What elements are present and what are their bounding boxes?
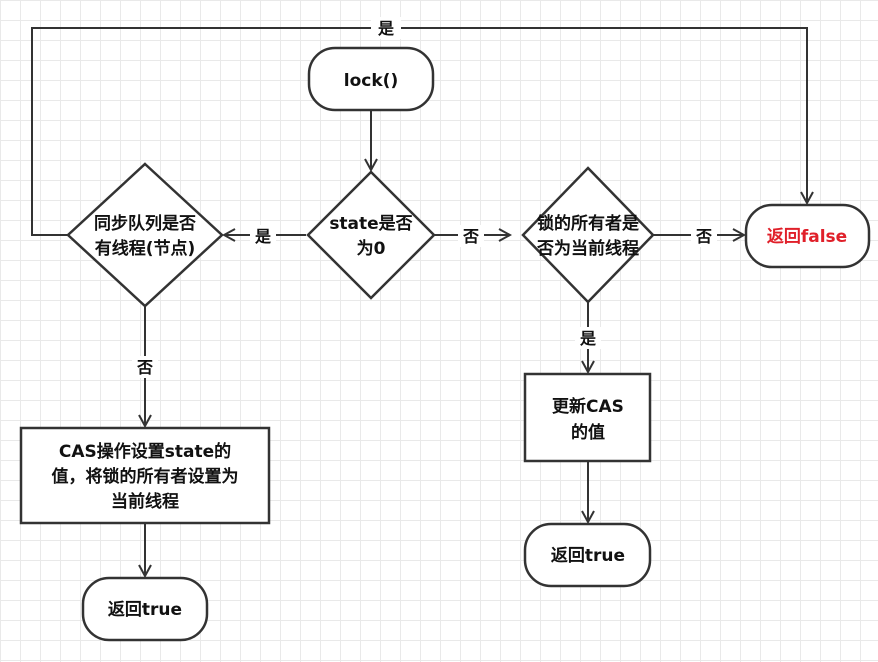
- svg-text:返回false: 返回false: [767, 227, 847, 247]
- svg-text:值，将锁的所有者设置为: 值，将锁的所有者设置为: [52, 466, 239, 487]
- svg-text:是: 是: [377, 19, 394, 38]
- label-state-yes: 是: [250, 225, 276, 247]
- svg-text:否为当前线程: 否为当前线程: [536, 238, 639, 259]
- node-check-queue: 同步队列是否 有线程(节点): [66, 162, 224, 308]
- node-return-true-left: 返回true: [81, 576, 209, 642]
- label-owner-yes: 是: [575, 327, 601, 349]
- svg-text:state是否: state是否: [329, 214, 412, 234]
- node-return-false: 返回false: [744, 203, 871, 269]
- svg-text:当前线程: 当前线程: [111, 491, 179, 512]
- label-state-no: 否: [458, 225, 484, 247]
- label-queue-yes-loop: 是: [371, 17, 401, 39]
- svg-text:CAS操作设置state的: CAS操作设置state的: [59, 441, 231, 462]
- label-owner-no: 否: [691, 225, 717, 247]
- svg-text:的值: 的值: [571, 422, 605, 443]
- svg-text:为0: 为0: [357, 238, 386, 259]
- svg-text:锁的所有者是: 锁的所有者是: [537, 213, 639, 234]
- node-check-state: state是否 为0: [306, 170, 436, 300]
- svg-text:更新CAS: 更新CAS: [552, 396, 624, 417]
- svg-text:是: 是: [579, 329, 596, 348]
- svg-text:有线程(节点): 有线程(节点): [95, 238, 196, 259]
- svg-text:返回true: 返回true: [108, 600, 182, 620]
- node-update-cas: 更新CAS 的值: [523, 372, 652, 463]
- svg-text:否: 否: [695, 227, 712, 246]
- svg-text:否: 否: [462, 227, 479, 246]
- svg-text:否: 否: [136, 358, 153, 377]
- node-cas-set: CAS操作设置state的 值，将锁的所有者设置为 当前线程: [19, 426, 271, 525]
- edge-labels: 是 是 否 否 是 否: [132, 17, 717, 378]
- svg-text:同步队列是否: 同步队列是否: [94, 213, 196, 234]
- svg-text:是: 是: [254, 227, 271, 246]
- svg-text:返回true: 返回true: [551, 546, 625, 566]
- svg-text:lock(): lock(): [344, 71, 398, 91]
- node-lock-start: lock(): [307, 46, 435, 112]
- edge-queue-loop-to-return-false: [31, 27, 807, 236]
- label-queue-no: 否: [132, 356, 158, 378]
- node-check-owner: 锁的所有者是 否为当前线程: [521, 166, 655, 304]
- node-return-true-right: 返回true: [523, 522, 652, 588]
